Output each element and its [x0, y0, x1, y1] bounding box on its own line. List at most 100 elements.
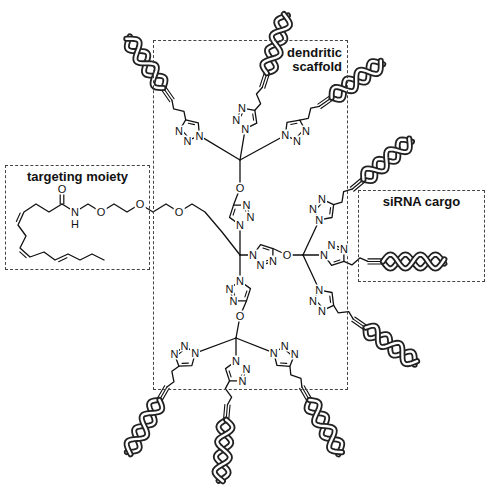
double-bond [59, 258, 67, 262]
double-bond [329, 296, 331, 302]
atom-label: N [240, 123, 250, 134]
atom-label: N [339, 243, 349, 254]
sirna-strand-highlight [215, 420, 233, 481]
double-bond [280, 362, 286, 363]
alkyne-bond [321, 100, 332, 108]
double-bond [252, 114, 254, 120]
atom-label: N [314, 214, 324, 225]
fatty-chain [18, 204, 104, 260]
region-label: siRNA cargo [359, 195, 484, 209]
atom-label: N [231, 356, 241, 367]
bond [199, 136, 240, 160]
atom-label: N [319, 250, 329, 261]
double-bond [16, 213, 20, 221]
atom-label: N [237, 103, 247, 114]
atom-label: N [229, 295, 239, 306]
alkyl-linker [290, 366, 302, 387]
atom-label: N [235, 276, 245, 287]
alkyne-bond [368, 261, 382, 262]
bond [195, 338, 236, 353]
alkyne-bond [265, 75, 269, 88]
sirna-strand [363, 138, 410, 179]
double-bond [263, 248, 269, 250]
region-label: dendritic scaffold [276, 46, 342, 74]
atom-label: N [241, 200, 251, 211]
atom-label: N [190, 348, 200, 359]
sirna-strand [383, 254, 445, 268]
sirna-strand [309, 400, 342, 452]
atom-label: H [70, 219, 80, 230]
atom-label: N [290, 349, 300, 360]
atom-label: N [235, 220, 245, 231]
sirna-strand-highlight [126, 39, 163, 88]
sirna-strand-highlight [366, 326, 418, 365]
atom-label: N [268, 256, 278, 267]
sirna-strand [215, 420, 233, 481]
double-bond [229, 371, 231, 377]
double-bond [329, 208, 331, 214]
alkyl-linker [334, 189, 352, 204]
atom-label: N [280, 130, 290, 141]
alkyne-bond [166, 87, 174, 98]
double-bond [188, 123, 194, 124]
atom-label: N [301, 126, 311, 137]
sirna-strand-highlight [383, 254, 445, 268]
atom-label: N [225, 283, 235, 294]
alkyne-bond [158, 386, 165, 398]
sirna-strand-highlight [363, 138, 410, 179]
alkyl-linker [225, 381, 231, 405]
atom-label: O [57, 184, 68, 195]
double-bond [334, 260, 340, 262]
alkyl-linker [167, 366, 179, 387]
atom-label: N [180, 341, 190, 352]
sirna-strand [127, 400, 163, 454]
atom-label: O [96, 207, 107, 218]
atom-label: O [282, 250, 293, 261]
alkyne-bond [229, 405, 230, 419]
double-bond [291, 123, 297, 124]
atom-label: N [327, 239, 337, 250]
region-label: targeting moiety [6, 170, 149, 184]
region-box: siRNA cargo [358, 190, 485, 282]
alkyne-bond [368, 258, 382, 259]
atom-label: N [169, 349, 179, 360]
alkyne-bond [352, 321, 363, 329]
sirna-strand-highlight [262, 14, 289, 73]
alkyne-bond [226, 405, 227, 419]
sirna-strand-highlight [307, 400, 343, 454]
atom-label: N [248, 250, 258, 261]
alkyl-linker [300, 106, 320, 120]
sirna-strand-highlight [383, 254, 445, 268]
double-bond [182, 363, 188, 364]
double-bond [245, 291, 247, 297]
sirna-strand-highlight [127, 400, 163, 454]
atom-label: N [183, 135, 193, 146]
atom-label: N [194, 130, 204, 141]
sirna-strand [307, 400, 343, 454]
atom-label: N [70, 207, 80, 218]
atom-label: O [235, 183, 246, 194]
atom-label: N [308, 203, 318, 214]
sirna-strand-highlight [309, 400, 342, 452]
alkyl-linker [255, 87, 262, 110]
sirna-strand [383, 254, 445, 268]
sirna-strand [127, 36, 166, 88]
atom-label: N [231, 114, 241, 125]
atom-label: O [235, 311, 246, 322]
atom-label: N [245, 212, 255, 223]
alkyne-bond [300, 388, 307, 400]
atom-label: N [174, 125, 184, 136]
peg-chain [75, 204, 240, 255]
alkyl-linker [172, 100, 186, 120]
sirna-strand [262, 14, 289, 73]
atom-label: N [317, 305, 327, 316]
atom-label: N [241, 363, 251, 374]
alkyl-linker [334, 305, 354, 319]
atom-label: O [174, 207, 185, 218]
sirna-strand-highlight [127, 36, 166, 88]
sirna-strand [126, 39, 163, 88]
double-bond [233, 209, 235, 215]
atom-label: N [314, 285, 324, 296]
atom-label: N [317, 194, 327, 205]
